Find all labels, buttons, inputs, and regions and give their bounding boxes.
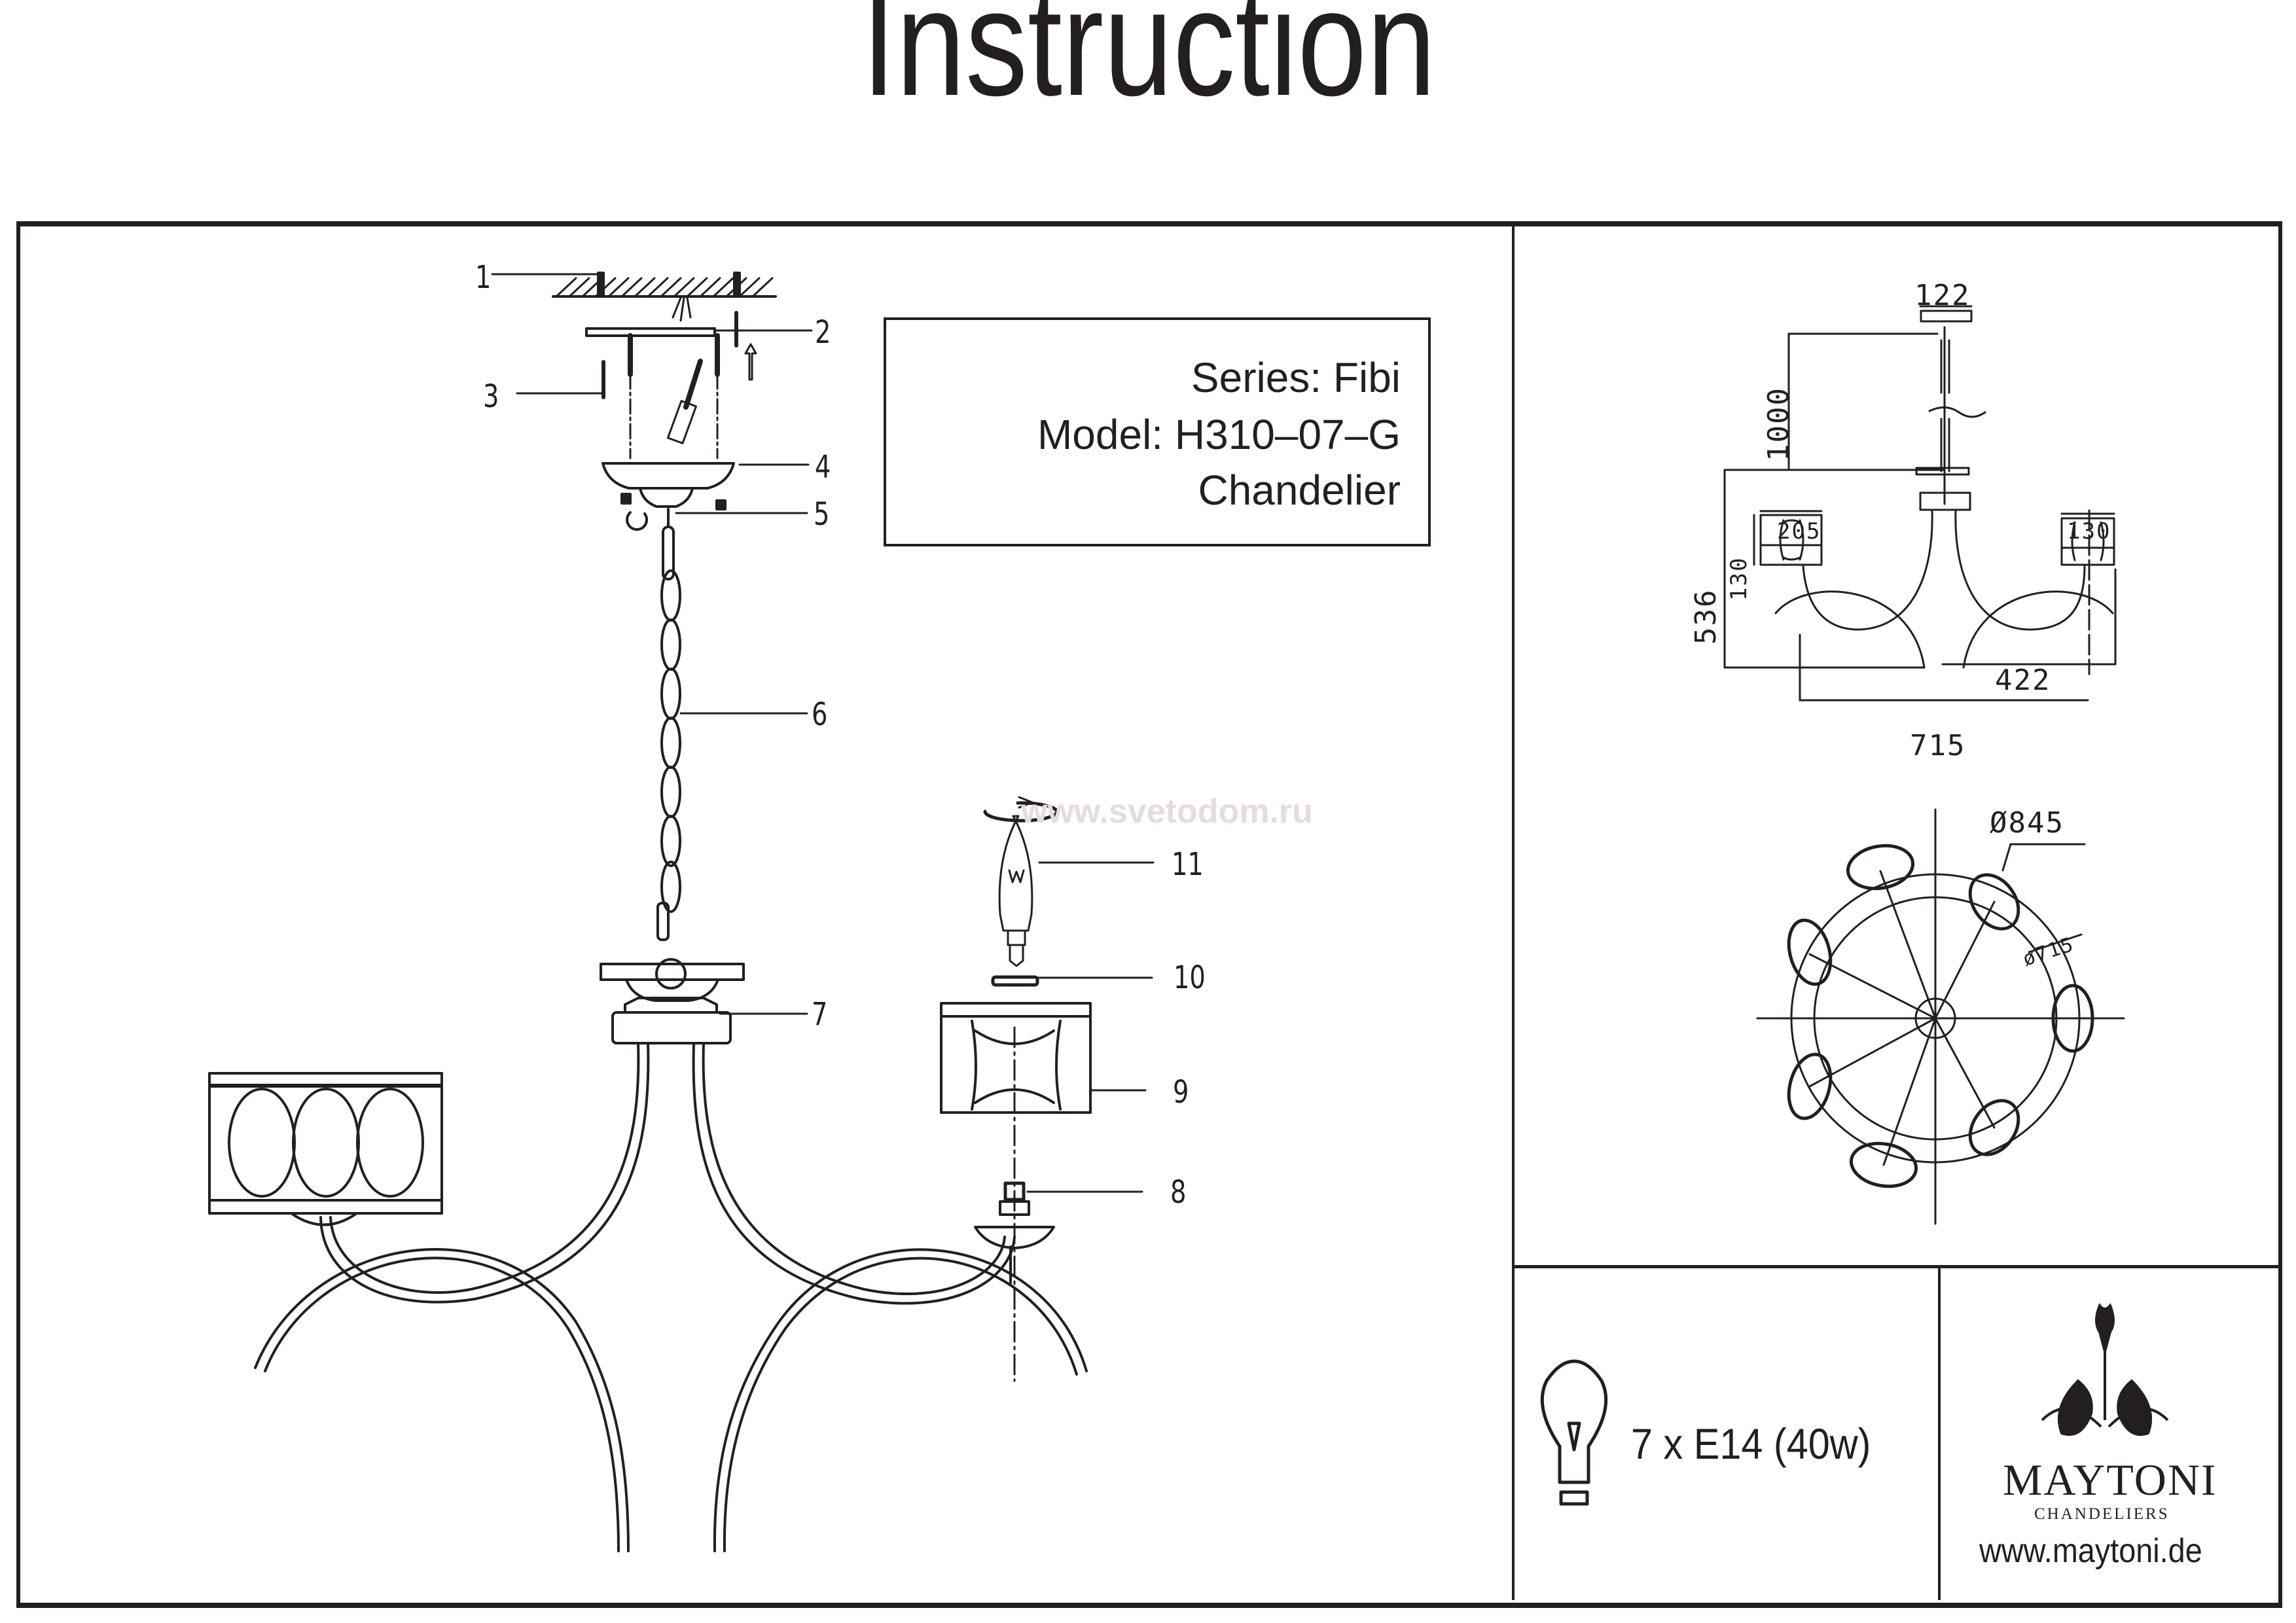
bulb-spec-text: 7 x E14 (40w) (1631, 1419, 1871, 1468)
callout-5: 5 (814, 496, 830, 533)
callout-2: 2 (815, 314, 831, 351)
dim-outer-diameter: Ø845 (1990, 806, 2064, 840)
dim-chain-length: 1000 (1762, 387, 1795, 461)
canopy (601, 462, 735, 490)
retaining-ring-icon (991, 975, 1039, 987)
brand-subtitle: CHANDELIERS (2034, 1505, 2170, 1523)
product-type-label: Chandelier (1198, 467, 1401, 514)
callout-6: 6 (812, 696, 828, 733)
dim-shade-width: 205 (1777, 518, 1821, 544)
dim-canopy-width: 122 (1914, 279, 1971, 312)
page-title: Instruction (861, 0, 1436, 128)
dim-arm-reach: 422 (1995, 664, 2051, 697)
chain (656, 508, 681, 941)
dim-arm-span: 715 (1910, 729, 1966, 762)
chandelier-body (254, 958, 1088, 1552)
lampshade-right (940, 1002, 1092, 1382)
dim-total-height: 536 (1689, 588, 1723, 645)
callout-leader-lines (491, 273, 1155, 1193)
horizontal-divider (1513, 1265, 2279, 1268)
body-cap (600, 963, 745, 981)
callout-7: 7 (812, 996, 828, 1033)
dim-shade-height: 130 (1726, 556, 1752, 601)
up-arrow-icon (744, 343, 757, 381)
dim-shade-side-width: 130 (2067, 518, 2111, 544)
callout-8: 8 (1170, 1174, 1187, 1211)
callout-4: 4 (815, 449, 831, 486)
rotate-arrow-icon (983, 801, 1059, 823)
shade-ellipses (1787, 844, 2094, 1188)
ceiling-mount-assembly (552, 272, 777, 531)
watermark: www.svetodom.ru (1021, 793, 1313, 830)
bulb-socket (974, 1181, 1055, 1284)
callout-1: 1 (475, 259, 492, 296)
callout-3: 3 (483, 378, 499, 415)
wall-anchor-icon (733, 272, 741, 298)
vertical-divider (1512, 223, 1515, 1600)
candle-bulb-icon (983, 796, 1059, 967)
lock-nut-icon (715, 499, 726, 510)
series-label: Series: Fibi (1191, 354, 1401, 401)
lock-nut-icon (620, 493, 632, 505)
light-bulb-icon (1540, 1359, 1608, 1506)
model-label: Model: H310–07–G (1037, 411, 1401, 458)
rotate-arrow-icon (626, 511, 649, 531)
callout-10: 10 (1174, 959, 1206, 996)
wall-anchor-icon (597, 272, 605, 298)
top-view-drawing (1756, 808, 2125, 1225)
product-info-box: Series: Fibi Model: H310–07–G Chandelier (884, 317, 1431, 546)
drawing-frame (16, 221, 2282, 1608)
callout-9: 9 (1173, 1074, 1189, 1111)
logo-divider (1938, 1266, 1941, 1600)
brand-name: MAYTONI (2003, 1455, 2217, 1505)
brand-website[interactable]: www.maytoni.de (1979, 1532, 2202, 1570)
central-column (611, 1011, 732, 1044)
lampshade-left (208, 1072, 443, 1226)
wires-icon (672, 296, 692, 322)
side-view-drawing (1723, 305, 2117, 702)
terminal-block-icon (666, 400, 698, 444)
mounting-plate (585, 327, 716, 337)
maytoni-ornament-logo (2041, 1303, 2169, 1436)
callout-11: 11 (1172, 846, 1204, 883)
